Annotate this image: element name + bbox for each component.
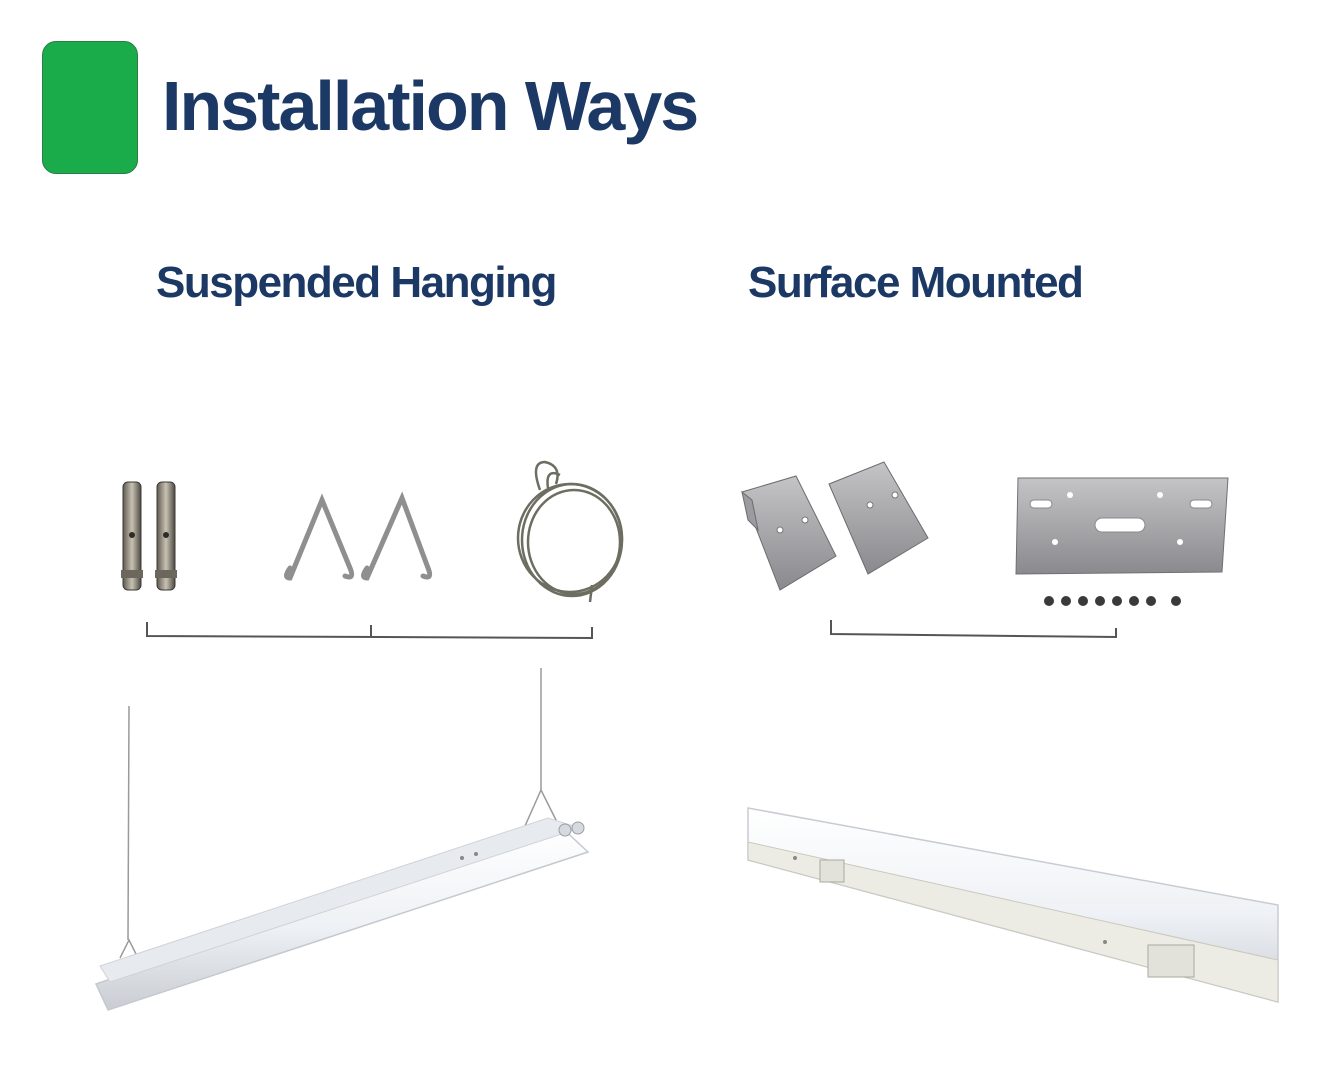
accessory-bracket-left [146, 622, 593, 640]
screw-set-icon [1044, 596, 1181, 606]
section-label-suspended-hanging: Suspended Hanging [156, 258, 557, 307]
threaded-rod-icon [121, 481, 177, 591]
coiled-wire-icon [516, 460, 624, 603]
suspended-led-batten-image [94, 668, 590, 1011]
mounting-clip-icon [741, 461, 929, 591]
mounting-plate-icon [1015, 477, 1229, 575]
page-title: Installation Ways [162, 67, 699, 145]
section-label-surface-mounted: Surface Mounted [748, 258, 1084, 307]
surface-led-batten-image [747, 807, 1279, 1003]
accessory-bracket-right [830, 620, 1117, 639]
v-hook-icon [284, 491, 433, 581]
title-accent-block [42, 41, 138, 174]
